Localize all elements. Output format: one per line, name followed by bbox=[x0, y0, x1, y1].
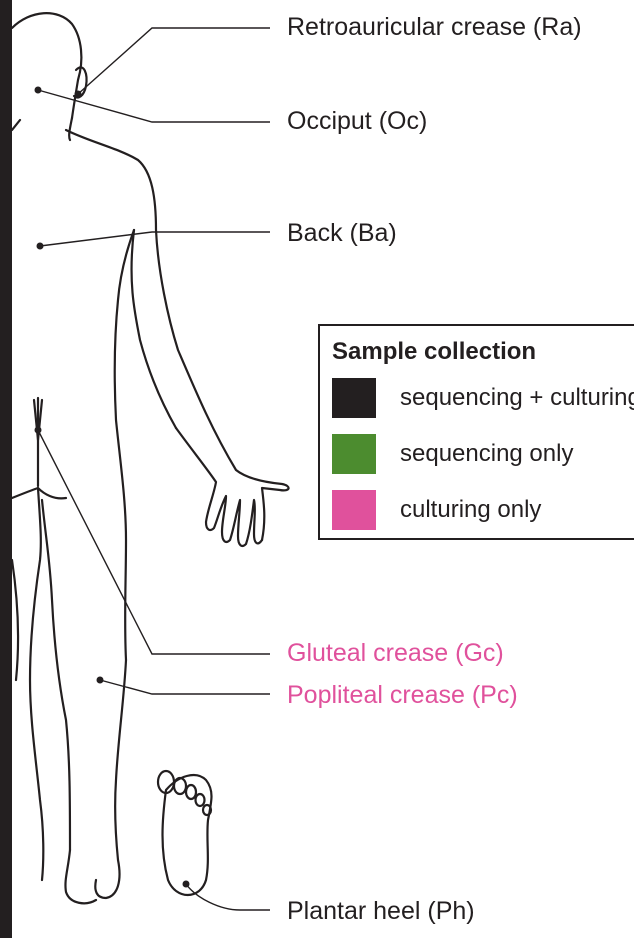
left-neck-nick bbox=[12, 120, 20, 130]
leader-ra bbox=[78, 28, 270, 94]
shoulder-arm-outer bbox=[66, 130, 289, 540]
label-retroauricular-crease: Retroauricular crease (Ra) bbox=[287, 12, 582, 42]
inner-leg-line-2 bbox=[42, 500, 70, 850]
toe-2 bbox=[174, 778, 186, 794]
sample-collection-legend: Sample collection sequencing + culturing… bbox=[318, 324, 634, 540]
neck-outline bbox=[69, 118, 72, 140]
toe-4 bbox=[196, 794, 205, 806]
legend-swatch-culturing-only bbox=[332, 490, 376, 530]
label-gluteal-crease: Gluteal crease (Gc) bbox=[287, 638, 504, 668]
legend-label-culturing-only: culturing only bbox=[400, 496, 541, 524]
legend-swatch-sequencing-only bbox=[332, 434, 376, 474]
label-plantar-heel: Plantar heel (Ph) bbox=[287, 896, 475, 926]
label-occiput: Occiput (Oc) bbox=[287, 106, 427, 136]
legend-label-sequencing-culturing: sequencing + culturing bbox=[400, 384, 634, 412]
dot-gc bbox=[35, 427, 42, 434]
head-outline bbox=[12, 13, 81, 118]
legend-swatch-sequencing-culturing bbox=[332, 378, 376, 418]
dot-ba bbox=[37, 243, 44, 250]
foot-outline-left bbox=[65, 850, 96, 903]
leader-gc bbox=[38, 430, 270, 654]
inner-arm-outline bbox=[132, 230, 176, 428]
leader-ph bbox=[186, 884, 270, 910]
label-back: Back (Ba) bbox=[287, 218, 397, 248]
inner-leg-outline bbox=[30, 488, 43, 880]
dot-ra bbox=[75, 91, 82, 98]
legend-label-sequencing-only: sequencing only bbox=[400, 440, 573, 468]
leader-ba bbox=[40, 232, 270, 246]
outer-leg-outline bbox=[95, 660, 126, 898]
dot-oc bbox=[35, 87, 42, 94]
torso-outline bbox=[115, 230, 134, 660]
dot-ph bbox=[183, 881, 190, 888]
legend-title: Sample collection bbox=[332, 338, 536, 366]
dot-pc bbox=[97, 677, 104, 684]
hand-outline bbox=[176, 428, 262, 546]
far-left-leg-edge bbox=[12, 560, 18, 680]
left-border-bar bbox=[0, 0, 12, 938]
toe-3 bbox=[186, 785, 196, 799]
label-popliteal-crease: Popliteal crease (Pc) bbox=[287, 680, 518, 710]
